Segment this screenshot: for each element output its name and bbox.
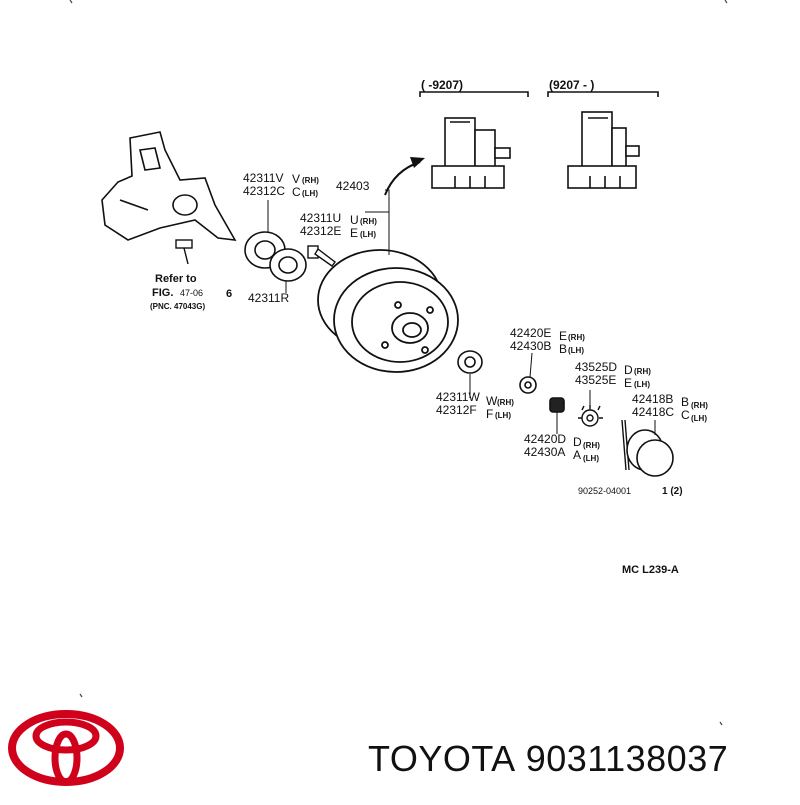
variant-b2-side: (LH) bbox=[568, 346, 584, 355]
variant-e-side: (LH) bbox=[360, 230, 376, 239]
variant-d5: D bbox=[573, 435, 582, 449]
arrow-head bbox=[410, 157, 425, 168]
part-42430B: 42430B bbox=[510, 339, 551, 353]
variant-e: E bbox=[350, 226, 358, 240]
part-42418C: 42418C bbox=[632, 405, 674, 419]
variant-e2-side: (RH) bbox=[568, 333, 585, 342]
grease-cap bbox=[626, 429, 674, 477]
variant-w: W bbox=[486, 394, 498, 408]
part-42420E: 42420E bbox=[510, 326, 551, 340]
variant-b4-side: (RH) bbox=[691, 401, 708, 410]
diagram-code: MC L239-A bbox=[622, 564, 679, 576]
variant-b4: B bbox=[681, 395, 689, 409]
variant-c4-side: (LH) bbox=[691, 414, 707, 423]
steering-knuckle bbox=[101, 131, 237, 241]
part-42430A: 42430A bbox=[524, 445, 565, 459]
range-left-label: ( -9207) bbox=[421, 78, 463, 92]
part-42311V: 42311V bbox=[243, 171, 283, 185]
quantity-note: 1 (2) bbox=[662, 486, 683, 497]
hub-nut bbox=[549, 397, 565, 413]
refer-line1: Refer to bbox=[155, 273, 197, 285]
variant-v: V bbox=[292, 172, 300, 186]
variant-a5: A bbox=[573, 448, 581, 462]
outer-bearing bbox=[244, 231, 307, 282]
hub-variant-early bbox=[431, 117, 511, 189]
variant-c4: C bbox=[681, 408, 690, 422]
part-43525D: 43525D bbox=[575, 360, 617, 374]
range-right-label: (9207 - ) bbox=[549, 78, 594, 92]
variant-e3: E bbox=[624, 376, 632, 390]
variant-u: U bbox=[350, 213, 359, 227]
refer-fig-number: 47-06 bbox=[180, 288, 203, 298]
variant-f: F bbox=[486, 407, 493, 421]
range-brackets bbox=[419, 91, 659, 97]
part-43525E: 43525E bbox=[575, 373, 616, 387]
toyota-logo-icon bbox=[8, 710, 124, 786]
refer-line2: FIG. bbox=[152, 287, 173, 299]
part-42403: 42403 bbox=[336, 179, 370, 193]
variant-v-side: (RH) bbox=[302, 176, 319, 185]
brake-drum bbox=[317, 249, 459, 373]
variant-c: C bbox=[292, 185, 301, 199]
refer-fig-qty: 6 bbox=[226, 288, 232, 300]
variant-w-side: (RH) bbox=[497, 398, 514, 407]
variant-d3: D bbox=[624, 363, 633, 377]
variant-f-side: (LH) bbox=[495, 411, 511, 420]
part-42420D: 42420D bbox=[524, 432, 566, 446]
part-90252-04001: 90252-04001 bbox=[578, 486, 631, 496]
refer-pnc: (PNC. 47043G) bbox=[150, 302, 205, 311]
variant-a5-side: (LH) bbox=[583, 454, 599, 463]
hub-bolt bbox=[307, 245, 336, 267]
part-42311U: 42311U bbox=[300, 211, 341, 225]
knuckle-bolt bbox=[175, 239, 193, 265]
variant-c-side: (LH) bbox=[302, 189, 318, 198]
variant-e2: E bbox=[559, 329, 567, 343]
inner-bearing bbox=[457, 350, 483, 374]
part-number: 9031138037 bbox=[525, 738, 729, 779]
part-42311W: 42311W bbox=[436, 390, 480, 404]
part-42312F: 42312F bbox=[436, 403, 477, 417]
part-42312C: 42312C bbox=[243, 184, 285, 198]
part-42312E: 42312E bbox=[300, 224, 341, 238]
variant-u-side: (RH) bbox=[360, 217, 377, 226]
leader-lines bbox=[267, 189, 656, 435]
variant-d3-side: (RH) bbox=[634, 367, 651, 376]
part-42311R: 42311R bbox=[248, 291, 289, 305]
variant-b2: B bbox=[559, 342, 567, 356]
hub-variant-late bbox=[567, 111, 640, 189]
thrust-washer bbox=[519, 376, 537, 394]
variant-d5-side: (RH) bbox=[583, 441, 600, 450]
brand-name: TOYOTA bbox=[368, 738, 516, 779]
crop-marks bbox=[69, 0, 728, 726]
variant-e3-side: (LH) bbox=[634, 380, 650, 389]
part-42418B: 42418B bbox=[632, 392, 673, 406]
